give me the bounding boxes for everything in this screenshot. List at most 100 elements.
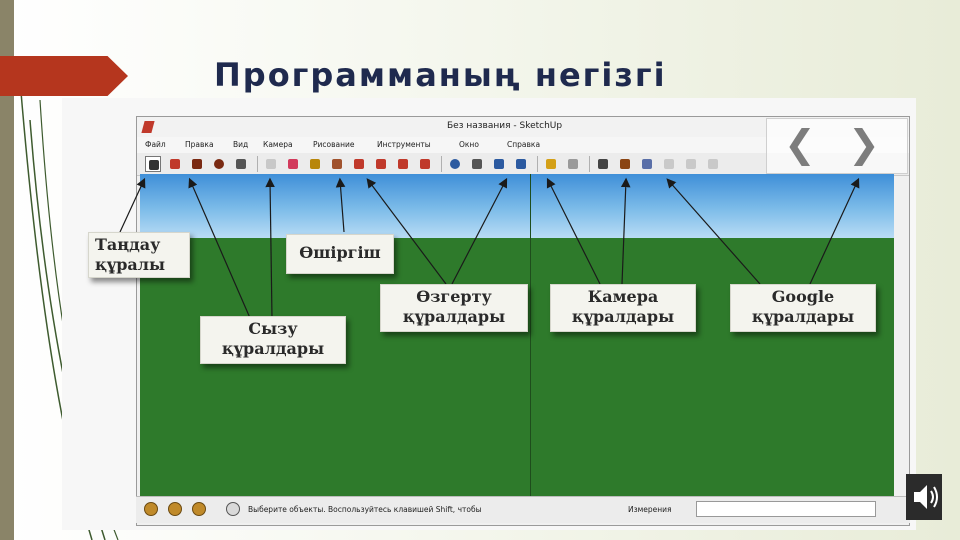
toolbar-separator <box>257 156 258 172</box>
make-component-icon[interactable] <box>263 156 279 172</box>
photo-textures-icon[interactable] <box>705 156 721 172</box>
camera-callout-line1: Камера <box>587 287 659 306</box>
move-tool-icon[interactable] <box>373 156 389 172</box>
draw-callout-line1: Сызу <box>248 319 298 338</box>
menu-view[interactable]: Вид <box>233 140 249 149</box>
credits-icon[interactable] <box>168 502 182 516</box>
follow-me-icon[interactable] <box>417 156 433 172</box>
zoom-tool-icon[interactable] <box>491 156 507 172</box>
measurements-input[interactable] <box>696 501 876 517</box>
modify-callout-line2: құралдары <box>402 307 506 326</box>
draw-tools-callout: Сызу құралдары <box>200 316 346 364</box>
toolbar-separator <box>537 156 538 172</box>
pencil-tool-icon[interactable] <box>167 156 183 172</box>
eraser-tool-icon[interactable] <box>285 156 301 172</box>
menu-draw[interactable]: Рисование <box>313 140 355 149</box>
extension-warehouse-icon[interactable] <box>639 156 655 172</box>
select-callout-line2: құралы <box>95 255 166 274</box>
eraser-callout: Өшіргіш <box>286 234 394 274</box>
toggle-terrain-glyph <box>686 159 696 169</box>
get-models-icon[interactable] <box>543 156 559 172</box>
menu-file[interactable]: Файл <box>145 140 166 149</box>
make-component-glyph <box>266 159 276 169</box>
viewport-ground <box>140 238 894 496</box>
follow-me-glyph <box>420 159 430 169</box>
orbit-tool-icon[interactable] <box>447 156 463 172</box>
google-callout-line1: Google <box>771 287 835 306</box>
add-location-icon[interactable] <box>661 156 677 172</box>
select-tool-glyph <box>149 160 159 170</box>
zoom-extents-glyph <box>516 159 526 169</box>
vertical-axis-line <box>530 174 531 496</box>
title-ribbon-arrow <box>0 56 128 96</box>
next-slide-chevron-icon[interactable]: ❯ <box>848 122 880 166</box>
rectangle-tool-glyph <box>192 159 202 169</box>
status-bar: Выберите объекты. Воспользуйтесь клавише… <box>136 496 910 523</box>
select-tool-callout: Таңдау құралы <box>88 232 190 278</box>
move-tool-glyph <box>376 159 386 169</box>
pan-tool-glyph <box>472 159 482 169</box>
pan-tool-icon[interactable] <box>469 156 485 172</box>
menu-bar: Файл Правка Вид Камера Рисование Инструм… <box>137 137 909 153</box>
zoom-tool-glyph <box>494 159 504 169</box>
speaker-glyph <box>914 485 938 509</box>
toolbar-separator <box>589 156 590 172</box>
audio-speaker-icon[interactable] <box>906 474 942 520</box>
google-callout-line2: құралдары <box>751 307 855 326</box>
eraser-callout-line1: Өшіргіш <box>299 243 381 262</box>
menu-help[interactable]: Справка <box>507 140 541 149</box>
window-title: Без названия - SketchUp <box>447 121 563 131</box>
slide-title: Программаның негізгі <box>214 56 667 94</box>
menu-window[interactable]: Окно <box>459 140 479 149</box>
prev-slide-chevron-icon[interactable]: ❮ <box>784 122 816 166</box>
add-location-glyph <box>664 159 674 169</box>
rotate-tool-glyph <box>398 159 408 169</box>
toolbar-separator <box>441 156 442 172</box>
window-titlebar: Без названия - SketchUp <box>137 117 909 137</box>
menu-tools[interactable]: Инструменты <box>377 140 431 149</box>
select-callout-line1: Таңдау <box>95 235 161 254</box>
share-model-icon[interactable] <box>565 156 581 172</box>
arc-tool-icon[interactable] <box>233 156 249 172</box>
push-pull-icon[interactable] <box>351 156 367 172</box>
google-tools-callout: Google құралдары <box>730 284 876 332</box>
slide-nav-box <box>766 118 908 174</box>
status-hint: Выберите объекты. Воспользуйтесь клавише… <box>248 505 482 514</box>
camera-callout-line2: құралдары <box>571 307 675 326</box>
rotate-tool-icon[interactable] <box>395 156 411 172</box>
push-pull-glyph <box>354 159 364 169</box>
tape-measure-glyph <box>310 159 320 169</box>
camera-tools-callout: Камера құралдары <box>550 284 696 332</box>
left-accent-strip <box>0 0 14 540</box>
share-model-glyph <box>568 159 578 169</box>
user-status-icon[interactable] <box>192 502 206 516</box>
orbit-tool-glyph <box>450 159 460 169</box>
arc-tool-glyph <box>236 159 246 169</box>
menu-camera[interactable]: Камера <box>263 140 293 149</box>
geo-location-icon[interactable] <box>144 502 158 516</box>
menu-edit[interactable]: Правка <box>185 140 214 149</box>
get-photo-texture-icon[interactable] <box>595 156 611 172</box>
extension-warehouse-glyph <box>642 159 652 169</box>
get-photo-texture-glyph <box>598 159 608 169</box>
paint-bucket-glyph <box>332 159 342 169</box>
measurements-label: Измерения <box>628 505 672 514</box>
preview-in-google-earth-icon[interactable] <box>617 156 633 172</box>
preview-in-google-earth-glyph <box>620 159 630 169</box>
toggle-terrain-icon[interactable] <box>683 156 699 172</box>
help-icon[interactable] <box>226 502 240 516</box>
zoom-extents-icon[interactable] <box>513 156 529 172</box>
pencil-tool-glyph <box>170 159 180 169</box>
circle-tool-glyph <box>214 159 224 169</box>
photo-textures-glyph <box>708 159 718 169</box>
tape-measure-icon[interactable] <box>307 156 323 172</box>
paint-bucket-icon[interactable] <box>329 156 345 172</box>
select-tool-icon[interactable] <box>145 156 161 172</box>
rectangle-tool-icon[interactable] <box>189 156 205 172</box>
get-models-glyph <box>546 159 556 169</box>
circle-tool-icon[interactable] <box>211 156 227 172</box>
modify-callout-line1: Өзгерту <box>416 287 492 306</box>
draw-callout-line2: құралдары <box>221 339 325 358</box>
modify-tools-callout: Өзгерту құралдары <box>380 284 528 332</box>
